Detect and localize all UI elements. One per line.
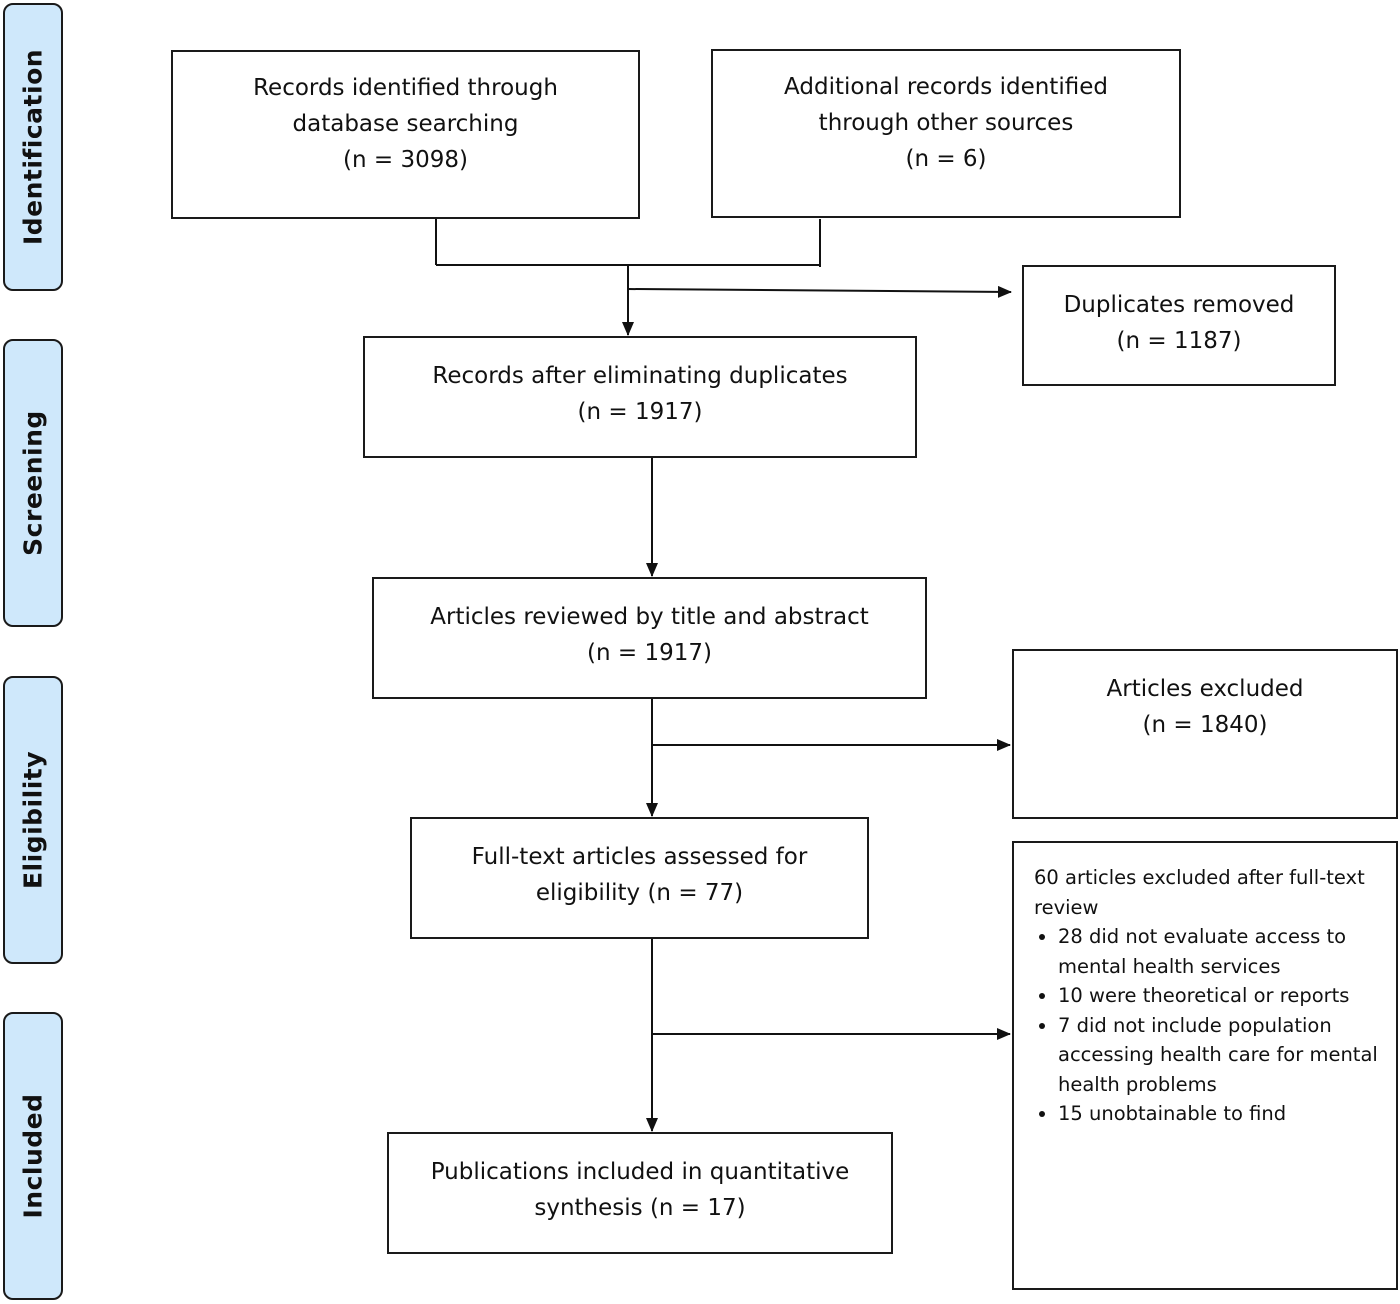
included-line1: Publications included in quantitative: [430, 1159, 850, 1185]
database-search-line1: Records identified through: [253, 75, 558, 101]
list-item: 28 did not evaluate access to mental hea…: [1058, 922, 1382, 981]
database-search-count: (n = 3098): [343, 147, 468, 173]
list-item: 10 were theoretical or reports: [1058, 981, 1382, 1011]
box-database-search: Records identified through database sear…: [171, 50, 640, 219]
full-text-line1: Full-text articles assessed for: [471, 844, 808, 870]
fulltext-exclusions-heading-line1: 60 articles excluded after full-text: [1034, 866, 1365, 889]
fulltext-exclusions-heading-line2: review: [1034, 895, 1099, 919]
articles-excluded-count: (n = 1840): [1142, 712, 1268, 738]
stage-identification: Identification: [3, 3, 63, 291]
box-fulltext-exclusions: 60 articles excluded after full-text rev…: [1012, 841, 1398, 1290]
fulltext-exclusions-list: 28 did not evaluate access to mental hea…: [1034, 922, 1382, 1129]
other-sources-line2: through other sources: [818, 110, 1074, 136]
box-title-abstract: Articles reviewed by title and abstract …: [372, 577, 927, 699]
list-item: 15 unobtainable to find: [1058, 1099, 1382, 1129]
arrow-to-duplicates-removed: [627, 285, 1012, 298]
title-abstract-count: (n = 1917): [587, 640, 712, 666]
other-sources-line1: Additional records identified: [784, 74, 1108, 100]
box-full-text: Full-text articles assessed for eligibil…: [410, 817, 869, 939]
exclusion-2-line1: 10 were theoretical or reports: [1058, 984, 1350, 1007]
articles-excluded-line1: Articles excluded: [1106, 676, 1304, 702]
stage-eligibility: Eligibility: [3, 676, 63, 964]
stage-screening: Screening: [3, 339, 63, 627]
other-sources-count: (n = 6): [905, 146, 987, 172]
database-search-line2: database searching: [292, 111, 519, 137]
included-line2: synthesis (n = 17): [534, 1195, 746, 1221]
after-duplicates-count: (n = 1917): [577, 399, 703, 425]
duplicates-removed-line1: Duplicates removed: [1063, 292, 1295, 318]
exclusion-1-line1: 28 did not evaluate access to: [1058, 925, 1347, 948]
box-articles-excluded: Articles excluded (n = 1840): [1012, 649, 1398, 819]
box-duplicates-removed: Duplicates removed (n = 1187): [1022, 265, 1336, 386]
box-other-sources: Additional records identified through ot…: [711, 49, 1181, 218]
stage-included: Included: [3, 1012, 63, 1300]
fulltext-exclusions-heading: 60 articles excluded after full-text rev…: [1034, 863, 1382, 922]
list-item: 7 did not include population accessing h…: [1058, 1011, 1382, 1100]
box-after-duplicates: Records after eliminating duplicates (n …: [363, 336, 917, 458]
full-text-line2: eligibility (n = 77): [535, 880, 744, 906]
after-duplicates-line1: Records after eliminating duplicates: [432, 363, 848, 389]
exclusion-3-line2: accessing health care for mental: [1058, 1043, 1378, 1066]
exclusion-3-line3: health problems: [1058, 1072, 1217, 1096]
exclusion-1-line2: mental health services: [1058, 954, 1281, 978]
duplicates-removed-count: (n = 1187): [1116, 328, 1242, 354]
exclusion-3-line1: 7 did not include population: [1058, 1013, 1332, 1037]
box-included: Publications included in quantitative sy…: [387, 1132, 893, 1254]
title-abstract-line1: Articles reviewed by title and abstract: [430, 604, 869, 630]
exclusion-4-line1: 15 unobtainable to find: [1058, 1102, 1287, 1125]
